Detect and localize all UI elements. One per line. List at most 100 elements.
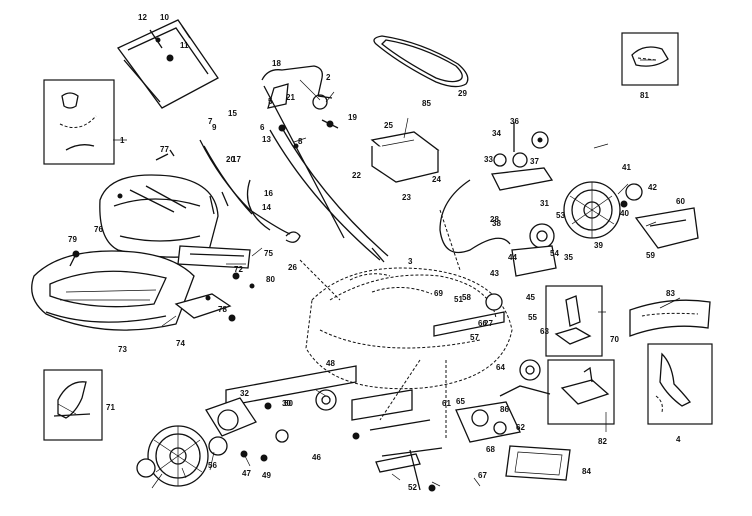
callout-47: 47 bbox=[242, 469, 251, 478]
bolts-6-7 bbox=[278, 119, 339, 149]
callout-78: 78 bbox=[218, 305, 227, 314]
inset-box-81 bbox=[621, 32, 679, 86]
callout-77: 77 bbox=[160, 145, 169, 154]
callout-23: 23 bbox=[402, 193, 411, 202]
control-box-85 bbox=[370, 131, 440, 183]
callout-48: 48 bbox=[326, 359, 335, 368]
callout-51: 51 bbox=[454, 295, 463, 304]
left-rear-wheel bbox=[147, 425, 209, 487]
hubcap-left bbox=[136, 458, 156, 478]
callout-54: 54 bbox=[550, 249, 559, 258]
callout-79: 79 bbox=[68, 235, 77, 244]
grass-catcher-tray bbox=[31, 250, 195, 331]
callout-29: 29 bbox=[458, 89, 467, 98]
part-79-stud bbox=[69, 250, 80, 267]
callout-67: 67 bbox=[478, 471, 487, 480]
callout-21: 21 bbox=[286, 93, 295, 102]
callout-73: 73 bbox=[118, 345, 127, 354]
callout-10: 10 bbox=[160, 13, 169, 22]
callout-27: 27 bbox=[484, 319, 493, 328]
callout-52: 52 bbox=[408, 483, 417, 492]
callout-59: 59 bbox=[646, 251, 655, 260]
callout-71: 71 bbox=[106, 403, 115, 412]
callout-33: 33 bbox=[484, 155, 493, 164]
handle-lower-rods bbox=[269, 127, 389, 263]
callout-80: 80 bbox=[266, 275, 275, 284]
callout-28: 28 bbox=[490, 215, 499, 224]
engine-cover bbox=[99, 174, 219, 258]
callout-18: 18 bbox=[272, 59, 281, 68]
callout-84: 84 bbox=[582, 467, 591, 476]
callout-8: 8 bbox=[298, 137, 303, 146]
callout-66: 66 bbox=[478, 319, 487, 328]
inset-box-71 bbox=[43, 369, 103, 441]
callout-57: 57 bbox=[470, 333, 479, 342]
callout-32: 32 bbox=[240, 389, 249, 398]
callout-45: 45 bbox=[526, 293, 535, 302]
callout-83: 83 bbox=[666, 289, 675, 298]
callout-25: 25 bbox=[384, 121, 393, 130]
callout-22: 22 bbox=[352, 171, 361, 180]
rear-door-assembly bbox=[117, 19, 219, 109]
callout-85: 85 bbox=[422, 99, 431, 108]
callout-75: 75 bbox=[264, 249, 273, 258]
callout-17: 17 bbox=[232, 155, 241, 164]
callout-6: 6 bbox=[260, 123, 265, 132]
small-parts-47-49 bbox=[240, 402, 289, 462]
callout-31: 31 bbox=[540, 199, 549, 208]
callout-65: 65 bbox=[456, 397, 465, 406]
inset-box-82 bbox=[547, 359, 615, 425]
callout-53: 53 bbox=[556, 211, 565, 220]
callout-5: 5 bbox=[268, 97, 273, 106]
callout-42: 42 bbox=[648, 183, 657, 192]
callout-1: 1 bbox=[120, 136, 125, 145]
part-26-clip bbox=[285, 231, 301, 243]
bracket-77-rods bbox=[117, 149, 229, 215]
callout-2: 2 bbox=[326, 73, 331, 82]
right-rear-wheel bbox=[563, 181, 621, 239]
callout-15: 15 bbox=[228, 109, 237, 118]
callout-39: 39 bbox=[594, 241, 603, 250]
callout-44: 44 bbox=[508, 253, 517, 262]
callout-7: 7 bbox=[208, 117, 213, 126]
callout-12: 12 bbox=[138, 13, 147, 22]
part-74-bracket bbox=[174, 293, 236, 322]
callout-3: 3 bbox=[408, 257, 413, 266]
callout-16: 16 bbox=[264, 189, 273, 198]
callout-13: 13 bbox=[262, 135, 271, 144]
callout-20: 20 bbox=[226, 155, 235, 164]
callout-61: 61 bbox=[442, 399, 451, 408]
inset-box-4 bbox=[647, 343, 713, 425]
callout-86: 86 bbox=[500, 405, 509, 414]
callout-34: 34 bbox=[492, 129, 501, 138]
callout-72: 72 bbox=[234, 265, 243, 274]
callout-43: 43 bbox=[490, 269, 499, 278]
front-axle bbox=[433, 293, 505, 337]
part-81-rack bbox=[375, 453, 421, 473]
callout-35: 35 bbox=[564, 253, 573, 262]
callout-63: 63 bbox=[540, 327, 549, 336]
callout-38: 38 bbox=[492, 219, 501, 228]
callout-58: 58 bbox=[462, 293, 471, 302]
callout-26: 26 bbox=[288, 263, 297, 272]
callout-49: 49 bbox=[262, 471, 271, 480]
callout-41: 41 bbox=[622, 163, 631, 172]
part-84-plate bbox=[505, 445, 571, 481]
bracket-59-60 bbox=[634, 207, 699, 249]
callout-46: 46 bbox=[312, 453, 321, 462]
upper-handle bbox=[261, 65, 345, 239]
linkage-bars bbox=[351, 389, 443, 492]
bracket-75 bbox=[177, 245, 255, 289]
callout-4: 4 bbox=[676, 435, 681, 444]
inset-box-1 bbox=[43, 79, 115, 165]
callout-82: 82 bbox=[598, 437, 607, 446]
callout-74: 74 bbox=[176, 339, 185, 348]
inset-box-70 bbox=[545, 285, 603, 357]
callout-14: 14 bbox=[262, 203, 271, 212]
transmission-62-64 bbox=[455, 385, 551, 443]
callout-19: 19 bbox=[348, 113, 357, 122]
callout-70: 70 bbox=[610, 335, 619, 344]
callout-81: 81 bbox=[640, 91, 649, 100]
callout-56: 56 bbox=[208, 461, 217, 470]
